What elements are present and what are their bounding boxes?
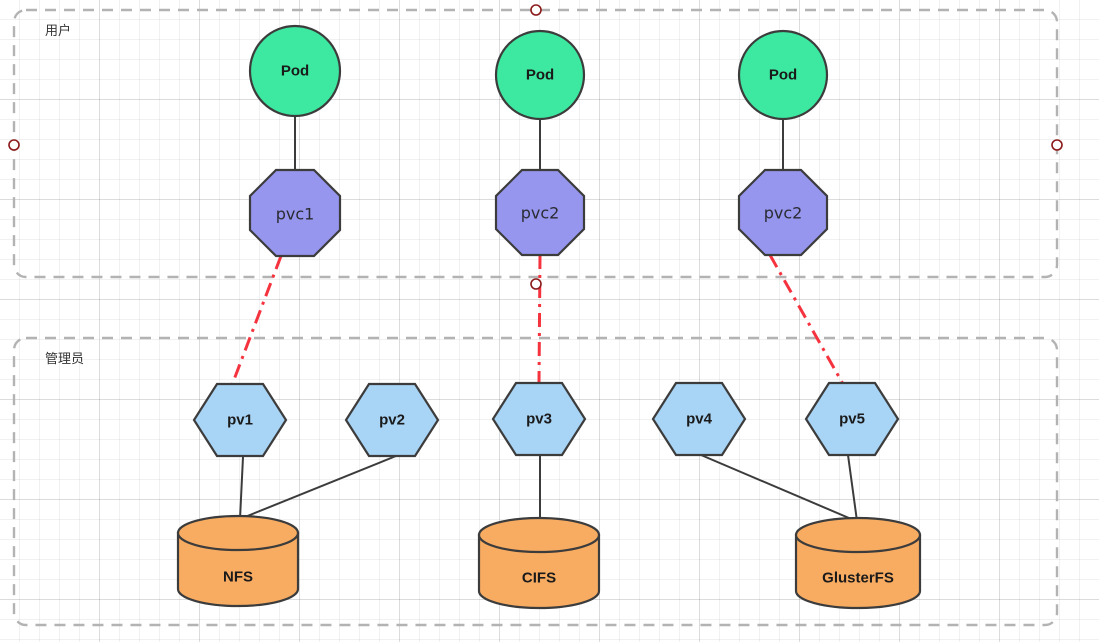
- pod-label: Pod: [526, 67, 554, 84]
- pod-circle[interactable]: [737, 29, 829, 121]
- cylinder-body[interactable]: [176, 531, 300, 608]
- node-pvc-2[interactable]: pvc2: [494, 168, 586, 257]
- node-pod-1[interactable]: Pod: [248, 24, 342, 118]
- node-pod-3[interactable]: Pod: [737, 29, 829, 121]
- pv-label: pv4: [686, 411, 713, 428]
- node-pv-5[interactable]: pv5: [804, 381, 900, 457]
- node-pv-4[interactable]: pv4: [651, 381, 747, 457]
- selection-handle-left[interactable]: [8, 139, 20, 151]
- edge-pvc1-to-pv1[interactable]: [230, 255, 283, 386]
- edge-pv1-to-nfs[interactable]: [239, 456, 244, 520]
- node-pod-2[interactable]: Pod: [494, 29, 586, 121]
- edge-pv2-to-nfs[interactable]: [239, 455, 397, 520]
- pv-label: pv5: [839, 411, 865, 428]
- edge-pvc2-to-pv5[interactable]: [768, 254, 845, 385]
- group-admin-label: 管理员: [45, 352, 84, 367]
- storage-label: GlusterFS: [822, 570, 894, 587]
- pvc-label: pvc1: [276, 205, 315, 224]
- pvc-octagon[interactable]: [494, 168, 586, 257]
- selection-handle-right[interactable]: [1051, 139, 1063, 151]
- selection-handle-top[interactable]: [530, 4, 542, 16]
- cylinder-top[interactable]: [176, 514, 300, 552]
- pv-label: pv1: [227, 412, 253, 429]
- group-user-label: 用户: [45, 23, 71, 39]
- cylinder-body[interactable]: [794, 533, 922, 610]
- storage-label: NFS: [223, 569, 253, 586]
- pv-hexagon[interactable]: [804, 381, 900, 457]
- node-storage-nfs[interactable]: NFS: [176, 514, 300, 608]
- pvc-octagon[interactable]: [737, 168, 829, 257]
- edge-pv4-to-glusterfs[interactable]: [700, 454, 857, 522]
- pv-hexagon[interactable]: [651, 381, 747, 457]
- node-pv-2[interactable]: pv2: [344, 382, 440, 458]
- pv-hexagon[interactable]: [491, 381, 587, 457]
- edge-pvc2-to-pv3[interactable]: [537, 254, 542, 384]
- pvc-label: pvc2: [521, 204, 560, 223]
- cylinder-top[interactable]: [477, 516, 601, 554]
- pvc-octagon[interactable]: [248, 168, 342, 258]
- node-pvc-1[interactable]: pvc1: [248, 168, 342, 258]
- node-storage-cifs[interactable]: CIFS: [477, 516, 601, 610]
- group-admin-box[interactable]: [12, 336, 1059, 627]
- pvc-label: pvc2: [764, 204, 803, 223]
- group-admin[interactable]: 管理员: [12, 336, 1059, 627]
- node-storage-glusterfs[interactable]: GlusterFS: [794, 516, 922, 610]
- node-pv-1[interactable]: pv1: [192, 382, 288, 458]
- cylinder-body[interactable]: [477, 533, 601, 610]
- pod-label: Pod: [281, 63, 309, 80]
- pv-hexagon[interactable]: [192, 382, 288, 458]
- pod-circle[interactable]: [248, 24, 342, 118]
- storage-label: CIFS: [522, 570, 556, 587]
- pv-label: pv3: [526, 411, 552, 428]
- cylinder-top[interactable]: [794, 516, 922, 554]
- pod-label: Pod: [769, 67, 797, 84]
- pod-circle[interactable]: [494, 29, 586, 121]
- node-pvc-3[interactable]: pvc2: [737, 168, 829, 257]
- pv-hexagon[interactable]: [344, 382, 440, 458]
- pv-label: pv2: [379, 412, 405, 429]
- edge-pv5-to-glusterfs[interactable]: [847, 454, 858, 522]
- selection-handle-bottom[interactable]: [530, 278, 542, 290]
- node-pv-3[interactable]: pv3: [491, 381, 587, 457]
